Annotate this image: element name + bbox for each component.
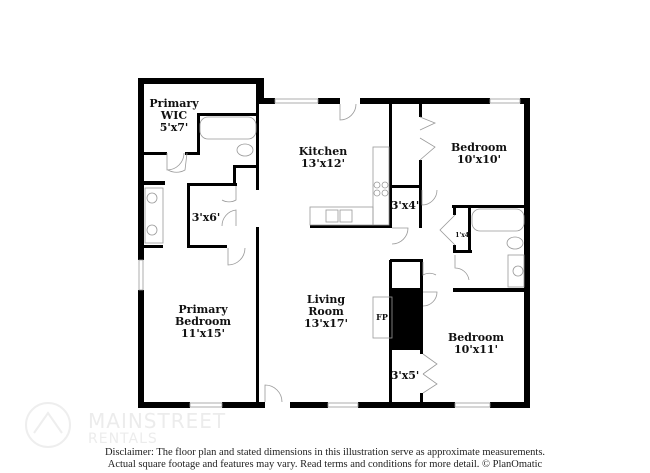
room-name: Room — [308, 305, 344, 318]
fireplace-chimney — [392, 288, 423, 350]
sink — [339, 209, 353, 223]
fireplace-hearth — [372, 296, 393, 339]
counter — [372, 146, 390, 226]
room-dims: 13'x12' — [301, 157, 345, 170]
room-name: Bedroom — [175, 315, 231, 328]
room-name: WIC — [160, 109, 187, 122]
room-dims: 10'x10' — [457, 153, 501, 166]
room-labels: Primary WIC 5'x7' Kitchen 13'x12' Bedroo… — [149, 97, 507, 382]
fireplace-label: FP — [376, 312, 388, 322]
closet-dims: 3'x5' — [391, 369, 420, 382]
closet-dims: 1'x4' — [455, 232, 471, 239]
toilet — [236, 143, 254, 157]
disclaimer-line-2: Actual square footage and features may v… — [107, 459, 543, 470]
disclaimer-line-1: Disclaimer: The floor plan and stated di… — [104, 447, 546, 458]
room-name: Primary — [178, 303, 228, 316]
closet-dims: 3'x4' — [391, 199, 420, 212]
room-dims: 10'x11' — [454, 343, 498, 356]
room-name: Bedroom — [451, 141, 507, 154]
fixtures — [144, 116, 525, 339]
room-name: Bedroom — [448, 331, 504, 344]
room-name: Primary — [149, 97, 199, 110]
walls — [138, 78, 530, 408]
bathtub — [471, 208, 525, 232]
room-name: Kitchen — [299, 145, 348, 158]
vanity — [144, 187, 164, 244]
toilet — [506, 236, 524, 250]
room-dims: 13'x17' — [304, 317, 348, 330]
room-dims: 11'x15' — [181, 327, 225, 340]
closet-dims: 3'x6' — [192, 211, 221, 224]
room-dims: 5'x7' — [160, 121, 189, 134]
doors — [166, 103, 470, 403]
windows — [138, 98, 521, 408]
watermark-logo: MAINSTREET RENTALS — [25, 402, 226, 448]
bathtub — [199, 116, 257, 140]
vanity — [507, 254, 525, 288]
watermark-text: MAINSTREET — [88, 409, 226, 433]
room-name: Living — [307, 293, 345, 306]
watermark-text-2: RENTALS — [88, 431, 158, 447]
counter — [309, 206, 374, 226]
